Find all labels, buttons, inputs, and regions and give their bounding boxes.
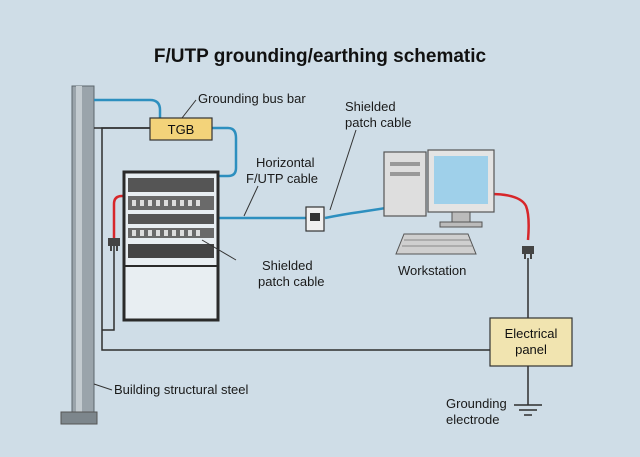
electrical-panel-label-line1: Electrical xyxy=(505,326,558,341)
workstation-label: Workstation xyxy=(398,263,466,278)
electrical-panel-label-line2: panel xyxy=(515,342,547,357)
shielded-patch-cable-top-label-line2: patch cable xyxy=(345,115,412,130)
tgb-box: TGB xyxy=(149,117,213,141)
leader-lines xyxy=(93,99,357,391)
plug-icon xyxy=(522,246,534,259)
grounding-electrode-label-line2: electrode xyxy=(446,412,499,427)
power-cords xyxy=(112,192,530,241)
tgb-label: TGB xyxy=(168,122,195,137)
shield-cables xyxy=(94,98,387,220)
shielded-patch-cable-rack-label-line1: Shielded xyxy=(262,258,313,273)
ground-symbol-icon xyxy=(514,404,542,416)
shielded-patch-cable-top-label-line1: Shielded xyxy=(345,99,396,114)
plug-icon xyxy=(108,238,120,251)
ground-wires xyxy=(94,127,529,405)
building-structural-steel-label: Building structural steel xyxy=(114,382,249,397)
shielded-patch-cable-rack-label-line2: patch cable xyxy=(258,274,325,289)
electrical-panel: Electrical panel xyxy=(489,317,573,367)
workstation xyxy=(383,149,495,255)
diagram-title: F/UTP grounding/earthing schematic xyxy=(154,46,487,67)
horizontal-cable-label-line1: Horizontal xyxy=(256,155,315,170)
equipment-rack xyxy=(122,170,220,322)
building-structural-steel xyxy=(60,85,98,425)
grounding-electrode-label-line1: Grounding xyxy=(446,396,507,411)
wall-outlet xyxy=(305,206,325,232)
horizontal-cable-label-line2: F/UTP cable xyxy=(246,171,318,186)
grounding-bus-bar-label: Grounding bus bar xyxy=(198,91,306,106)
